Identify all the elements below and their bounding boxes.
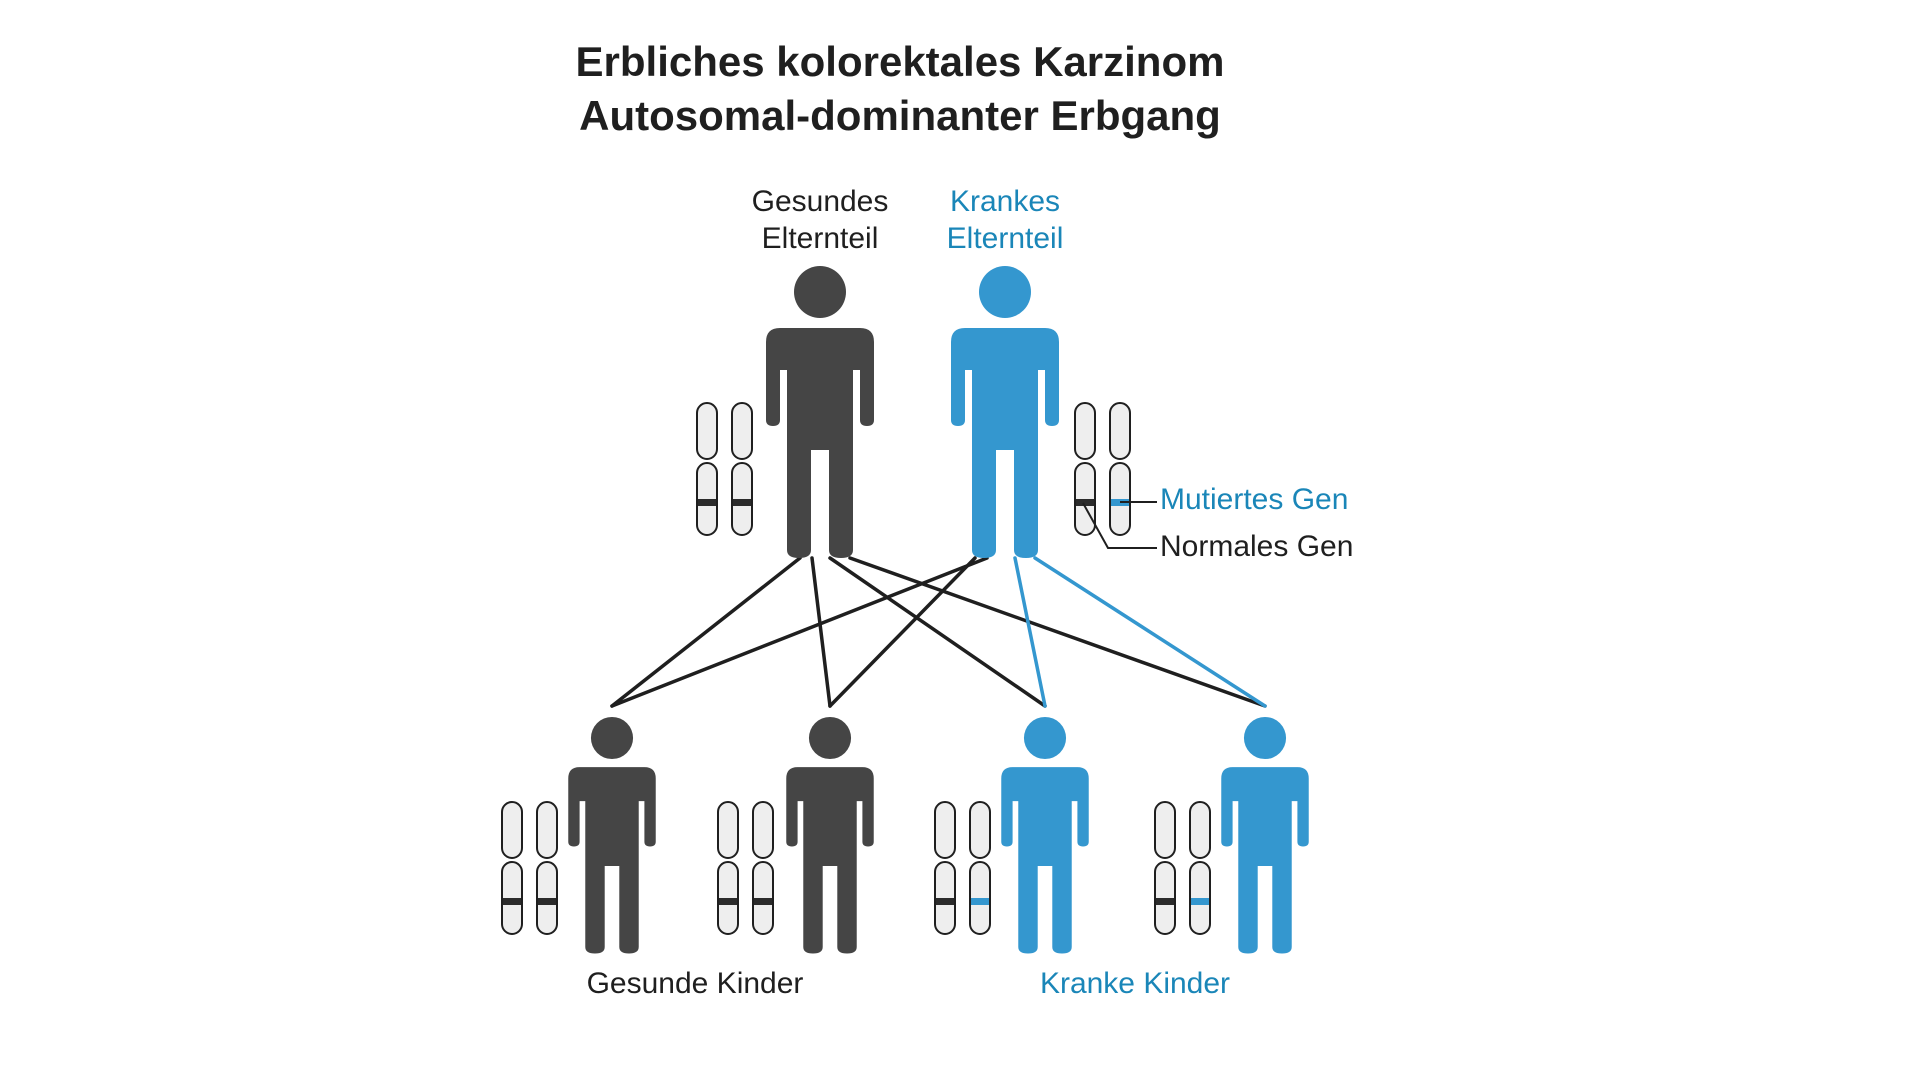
- normal-gene-band: [936, 898, 954, 905]
- person-body: [568, 767, 656, 954]
- normal-gene-label: Normales Gen: [1160, 530, 1354, 563]
- mutated-gene-band: [971, 898, 989, 905]
- chromosome-upper-arm: [1109, 402, 1131, 460]
- person-head: [1243, 716, 1287, 760]
- chromosome-icon-child-3-1: [934, 801, 956, 935]
- person-body: [786, 767, 874, 954]
- normal-gene-band: [1156, 898, 1174, 905]
- gene-legend-pointers: [1082, 501, 1157, 549]
- inheritance-line: [828, 556, 977, 708]
- normal-gene-pointer: [1082, 502, 1157, 549]
- normal-gene-band: [503, 898, 521, 905]
- chromosome-upper-arm: [1074, 402, 1096, 460]
- chromosome-icon-child-1-2: [536, 801, 558, 935]
- mutated-gene-label: Mutiertes Gen: [1160, 483, 1349, 516]
- person-body: [1221, 767, 1309, 954]
- chromosome-upper-arm: [1189, 801, 1211, 859]
- chromosome-upper-arm: [731, 402, 753, 460]
- inheritance-line-mutated: [1013, 556, 1047, 708]
- person-head: [1023, 716, 1067, 760]
- affected-parent-label: Krankes Elternteil: [905, 183, 1105, 257]
- chromosome-icon-healthy-parent-1: [696, 402, 718, 536]
- chromosome-upper-arm: [1154, 801, 1176, 859]
- chromosome-upper-arm: [969, 801, 991, 859]
- affected-children-label: Kranke Kinder: [1039, 967, 1231, 1000]
- person-body: [766, 328, 874, 558]
- inheritance-line: [828, 556, 1047, 708]
- healthy-children-label: Gesunde Kinder: [586, 967, 804, 1000]
- person-icon-child-2: [786, 716, 874, 954]
- normal-gene-band: [698, 499, 716, 506]
- person-icon-child-4: [1221, 716, 1309, 954]
- diagram-title-line1: Erbliches kolorektales Karzinom: [575, 38, 1225, 85]
- healthy-parent-label-line2: Elternteil: [761, 222, 879, 255]
- person-body: [951, 328, 1059, 558]
- chromosome-upper-arm: [536, 801, 558, 859]
- chromosome-upper-arm: [934, 801, 956, 859]
- chromosome-icon-child-4-2: [1189, 801, 1211, 935]
- chromosome-upper-arm: [696, 402, 718, 460]
- chromosome-icon-child-1-1: [501, 801, 523, 935]
- healthy-parent-label-line1: Gesundes: [751, 185, 889, 218]
- affected-parent-label-line1: Krankes: [949, 185, 1061, 218]
- person-icon-healthy-parent: [766, 266, 874, 558]
- person-head: [794, 266, 846, 318]
- chromosome-upper-arm: [752, 801, 774, 859]
- inheritance-line: [610, 556, 802, 708]
- normal-gene-band: [719, 898, 737, 905]
- normal-gene-band: [538, 898, 556, 905]
- chromosome-icon-healthy-parent-2: [731, 402, 753, 536]
- chromosome-icon-child-4-1: [1154, 801, 1176, 935]
- chromosome-upper-arm: [501, 801, 523, 859]
- person-icon-affected-parent: [951, 266, 1059, 558]
- affected-parent-label-line2: Elternteil: [946, 222, 1064, 255]
- chromosome-upper-arm: [717, 801, 739, 859]
- person-head: [590, 716, 634, 760]
- normal-gene-band: [754, 898, 772, 905]
- chromosome-icon-child-3-2: [969, 801, 991, 935]
- inheritance-line: [610, 556, 989, 708]
- inheritance-line: [848, 556, 1267, 708]
- chromosome-icon-child-2-1: [717, 801, 739, 935]
- inheritance-line-mutated: [1033, 556, 1267, 708]
- mutated-gene-band: [1191, 898, 1209, 905]
- chromosome-icon-affected-parent-1: [1074, 402, 1096, 536]
- healthy-parent-label: Gesundes Elternteil: [720, 183, 920, 257]
- person-body: [1001, 767, 1089, 954]
- person-head: [979, 266, 1031, 318]
- chromosome-icon-affected-parent-2: [1109, 402, 1131, 536]
- inheritance-line: [810, 556, 832, 708]
- normal-gene-band: [1076, 499, 1094, 506]
- connection-lines: [610, 556, 1267, 708]
- normal-gene-band: [733, 499, 751, 506]
- person-head: [808, 716, 852, 760]
- chromosome-icon-child-2-2: [752, 801, 774, 935]
- diagram-title-line2: Autosomal-dominanter Erbgang: [579, 92, 1221, 139]
- person-icon-child-3: [1001, 716, 1089, 954]
- person-icon-child-1: [568, 716, 656, 954]
